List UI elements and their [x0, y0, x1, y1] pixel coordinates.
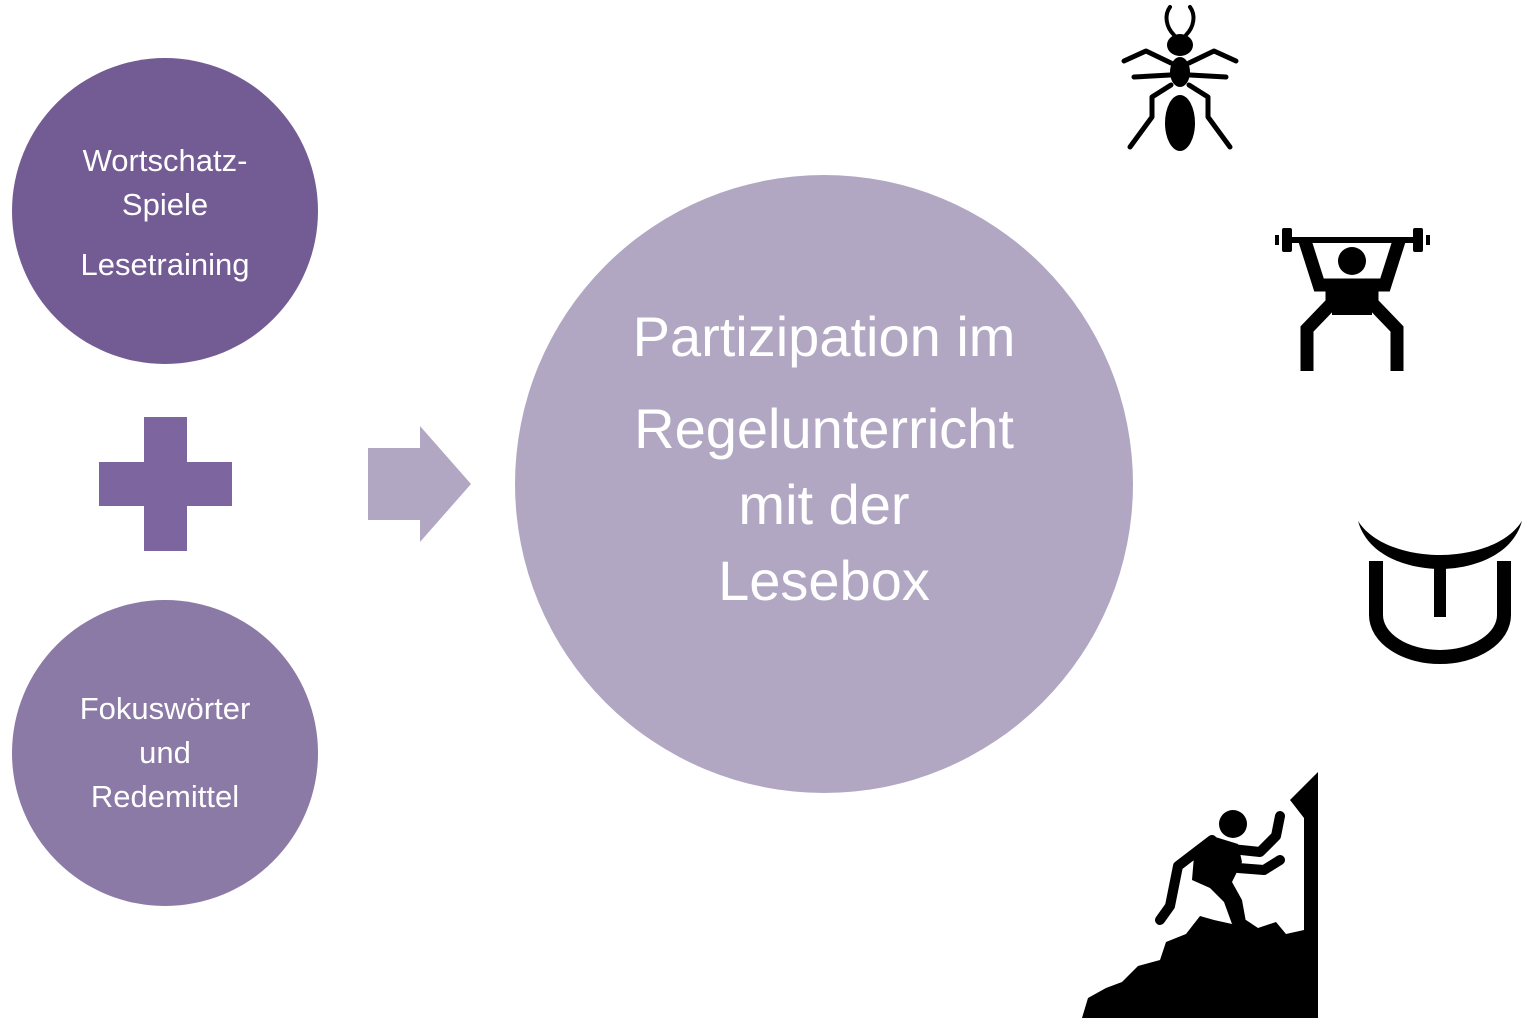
- bottom-circle-line-1: Fokuswörter: [79, 691, 251, 726]
- main-circle: Partizipation im Regelunterricht mit der…: [515, 175, 1133, 793]
- tongue-icon: [1358, 521, 1522, 664]
- bottom-circle: Fokuswörter und Redemittel: [12, 600, 318, 906]
- top-circle: Wortschatz- Spiele Lesetraining: [12, 58, 318, 364]
- main-circle-line-4: Lesebox: [718, 549, 930, 612]
- climber-icon: [1082, 772, 1318, 1018]
- bottom-circle-line-2: und: [139, 735, 191, 770]
- main-circle-line-1: Partizipation im: [632, 305, 1016, 368]
- top-circle-line-2: Spiele: [121, 187, 209, 222]
- bottom-circle-line-3: Redemittel: [90, 779, 240, 814]
- weightlifter-icon: [1275, 228, 1430, 371]
- top-circle-line-3: Lesetraining: [80, 247, 250, 282]
- main-circle-line-2: Regelunterricht: [634, 397, 1014, 460]
- arrow-right-icon: [368, 426, 471, 542]
- top-circle-line-1: Wortschatz-: [82, 143, 248, 178]
- main-circle-line-3: mit der: [738, 473, 910, 536]
- plus-icon: [99, 417, 232, 551]
- ant-icon: [1121, 5, 1239, 151]
